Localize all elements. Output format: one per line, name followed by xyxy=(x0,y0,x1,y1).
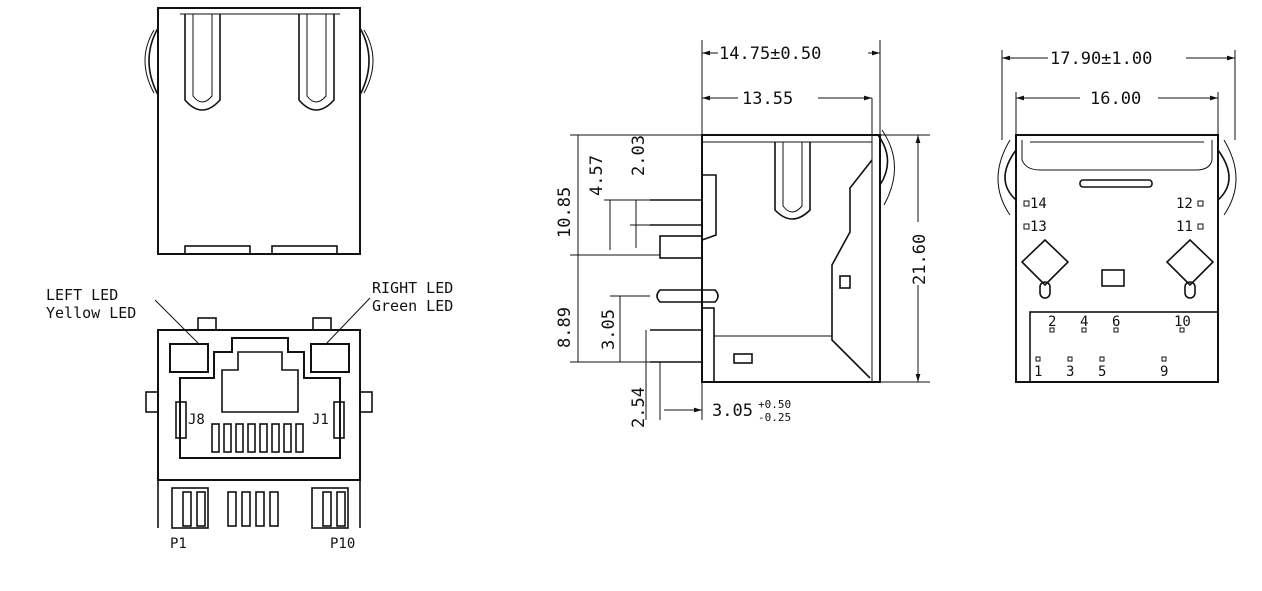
contact-label-j8: J8 xyxy=(188,412,205,428)
fp-pin-2: 2 xyxy=(1048,314,1056,330)
shield-tab-left xyxy=(184,14,221,111)
dim-3-05: 3.05 xyxy=(599,309,619,350)
footprint-body xyxy=(1015,134,1219,383)
dim-height: 21.60 xyxy=(910,234,930,285)
dim-tail-length: 3.05 xyxy=(712,401,753,421)
dim-overall-width: 17.90±1.00 xyxy=(1050,49,1152,69)
right-led-window xyxy=(310,343,350,373)
contact-label-j1: J1 xyxy=(312,412,329,428)
left-led-label: LEFT LED xyxy=(46,286,118,304)
left-led-color: Yellow LED xyxy=(46,304,136,322)
fp-pin-4: 4 xyxy=(1080,314,1088,330)
base-pins xyxy=(182,491,346,527)
base-pin xyxy=(182,491,192,527)
dim-10-85: 10.85 xyxy=(555,187,575,238)
side-clip-right xyxy=(359,27,370,96)
right-led-leader xyxy=(324,297,371,346)
base-pin xyxy=(255,491,265,527)
pin-label-p10: P10 xyxy=(330,536,355,552)
front-view: J8 J1 P1 P10 LEFT LED Yellow LED RIGHT L… xyxy=(46,279,453,552)
contact-pin xyxy=(271,423,280,453)
contact-pin xyxy=(235,423,244,453)
side-view-front-face xyxy=(831,159,873,379)
top-view xyxy=(144,7,374,255)
contact-pin xyxy=(247,423,256,453)
contact-pin xyxy=(283,423,292,453)
base-pin xyxy=(336,491,346,527)
dim-2-03: 2.03 xyxy=(629,135,649,176)
right-led-color: Green LED xyxy=(372,297,453,315)
fp-pin-6: 6 xyxy=(1112,314,1120,330)
side-view: 14.75±0.50 13.55 21.60 10.85 4.57 2.03 8… xyxy=(555,40,930,428)
base-pin xyxy=(227,491,237,527)
fp-pin-1: 1 xyxy=(1034,364,1042,380)
contact-pin xyxy=(295,423,304,453)
dim-tail-tol-plus: +0.50 xyxy=(758,398,791,411)
locating-peg-right xyxy=(1165,238,1215,287)
dim-tail-tol-minus: -0.25 xyxy=(758,411,791,424)
footprint-view: 14 13 12 11 2 4 6 10 1 3 5 9 17.90±1.00 … xyxy=(997,49,1237,383)
fp-pin-11: 11 xyxy=(1176,219,1193,235)
side-view-body xyxy=(701,134,881,383)
side-shield-spring xyxy=(774,142,811,220)
top-view-body xyxy=(157,7,361,255)
contact-pin xyxy=(259,423,268,453)
latch-slot xyxy=(221,351,299,413)
fp-pin-14: 14 xyxy=(1030,196,1047,212)
base-pin xyxy=(269,491,279,527)
locating-peg-left xyxy=(1020,238,1070,287)
fp-pin-13: 13 xyxy=(1030,219,1047,235)
contact-pin xyxy=(211,423,220,453)
fp-pin-3: 3 xyxy=(1066,364,1074,380)
dim-overall-depth: 14.75±0.50 xyxy=(719,44,821,64)
base-pin xyxy=(241,491,251,527)
side-clip-left xyxy=(148,27,159,96)
right-led-label: RIGHT LED xyxy=(372,279,453,297)
rj45-opening xyxy=(179,337,341,459)
left-led-leader xyxy=(154,299,201,346)
dim-4-57: 4.57 xyxy=(587,155,607,196)
contact-pins xyxy=(211,423,304,453)
fp-pin-5: 5 xyxy=(1098,364,1106,380)
fp-pin-12: 12 xyxy=(1176,196,1193,212)
base-pin xyxy=(322,491,332,527)
dim-body-depth: 13.55 xyxy=(742,89,793,109)
fp-pin-9: 9 xyxy=(1160,364,1168,380)
base-pin xyxy=(196,491,206,527)
dim-body-width: 16.00 xyxy=(1090,89,1141,109)
left-led-window xyxy=(169,343,209,373)
dim-8-89: 8.89 xyxy=(555,307,575,348)
pin-label-p1: P1 xyxy=(170,536,187,552)
dim-2-54: 2.54 xyxy=(629,387,649,428)
shield-tab-right xyxy=(298,14,335,111)
fp-pin-10: 10 xyxy=(1174,314,1191,330)
contact-pin xyxy=(223,423,232,453)
